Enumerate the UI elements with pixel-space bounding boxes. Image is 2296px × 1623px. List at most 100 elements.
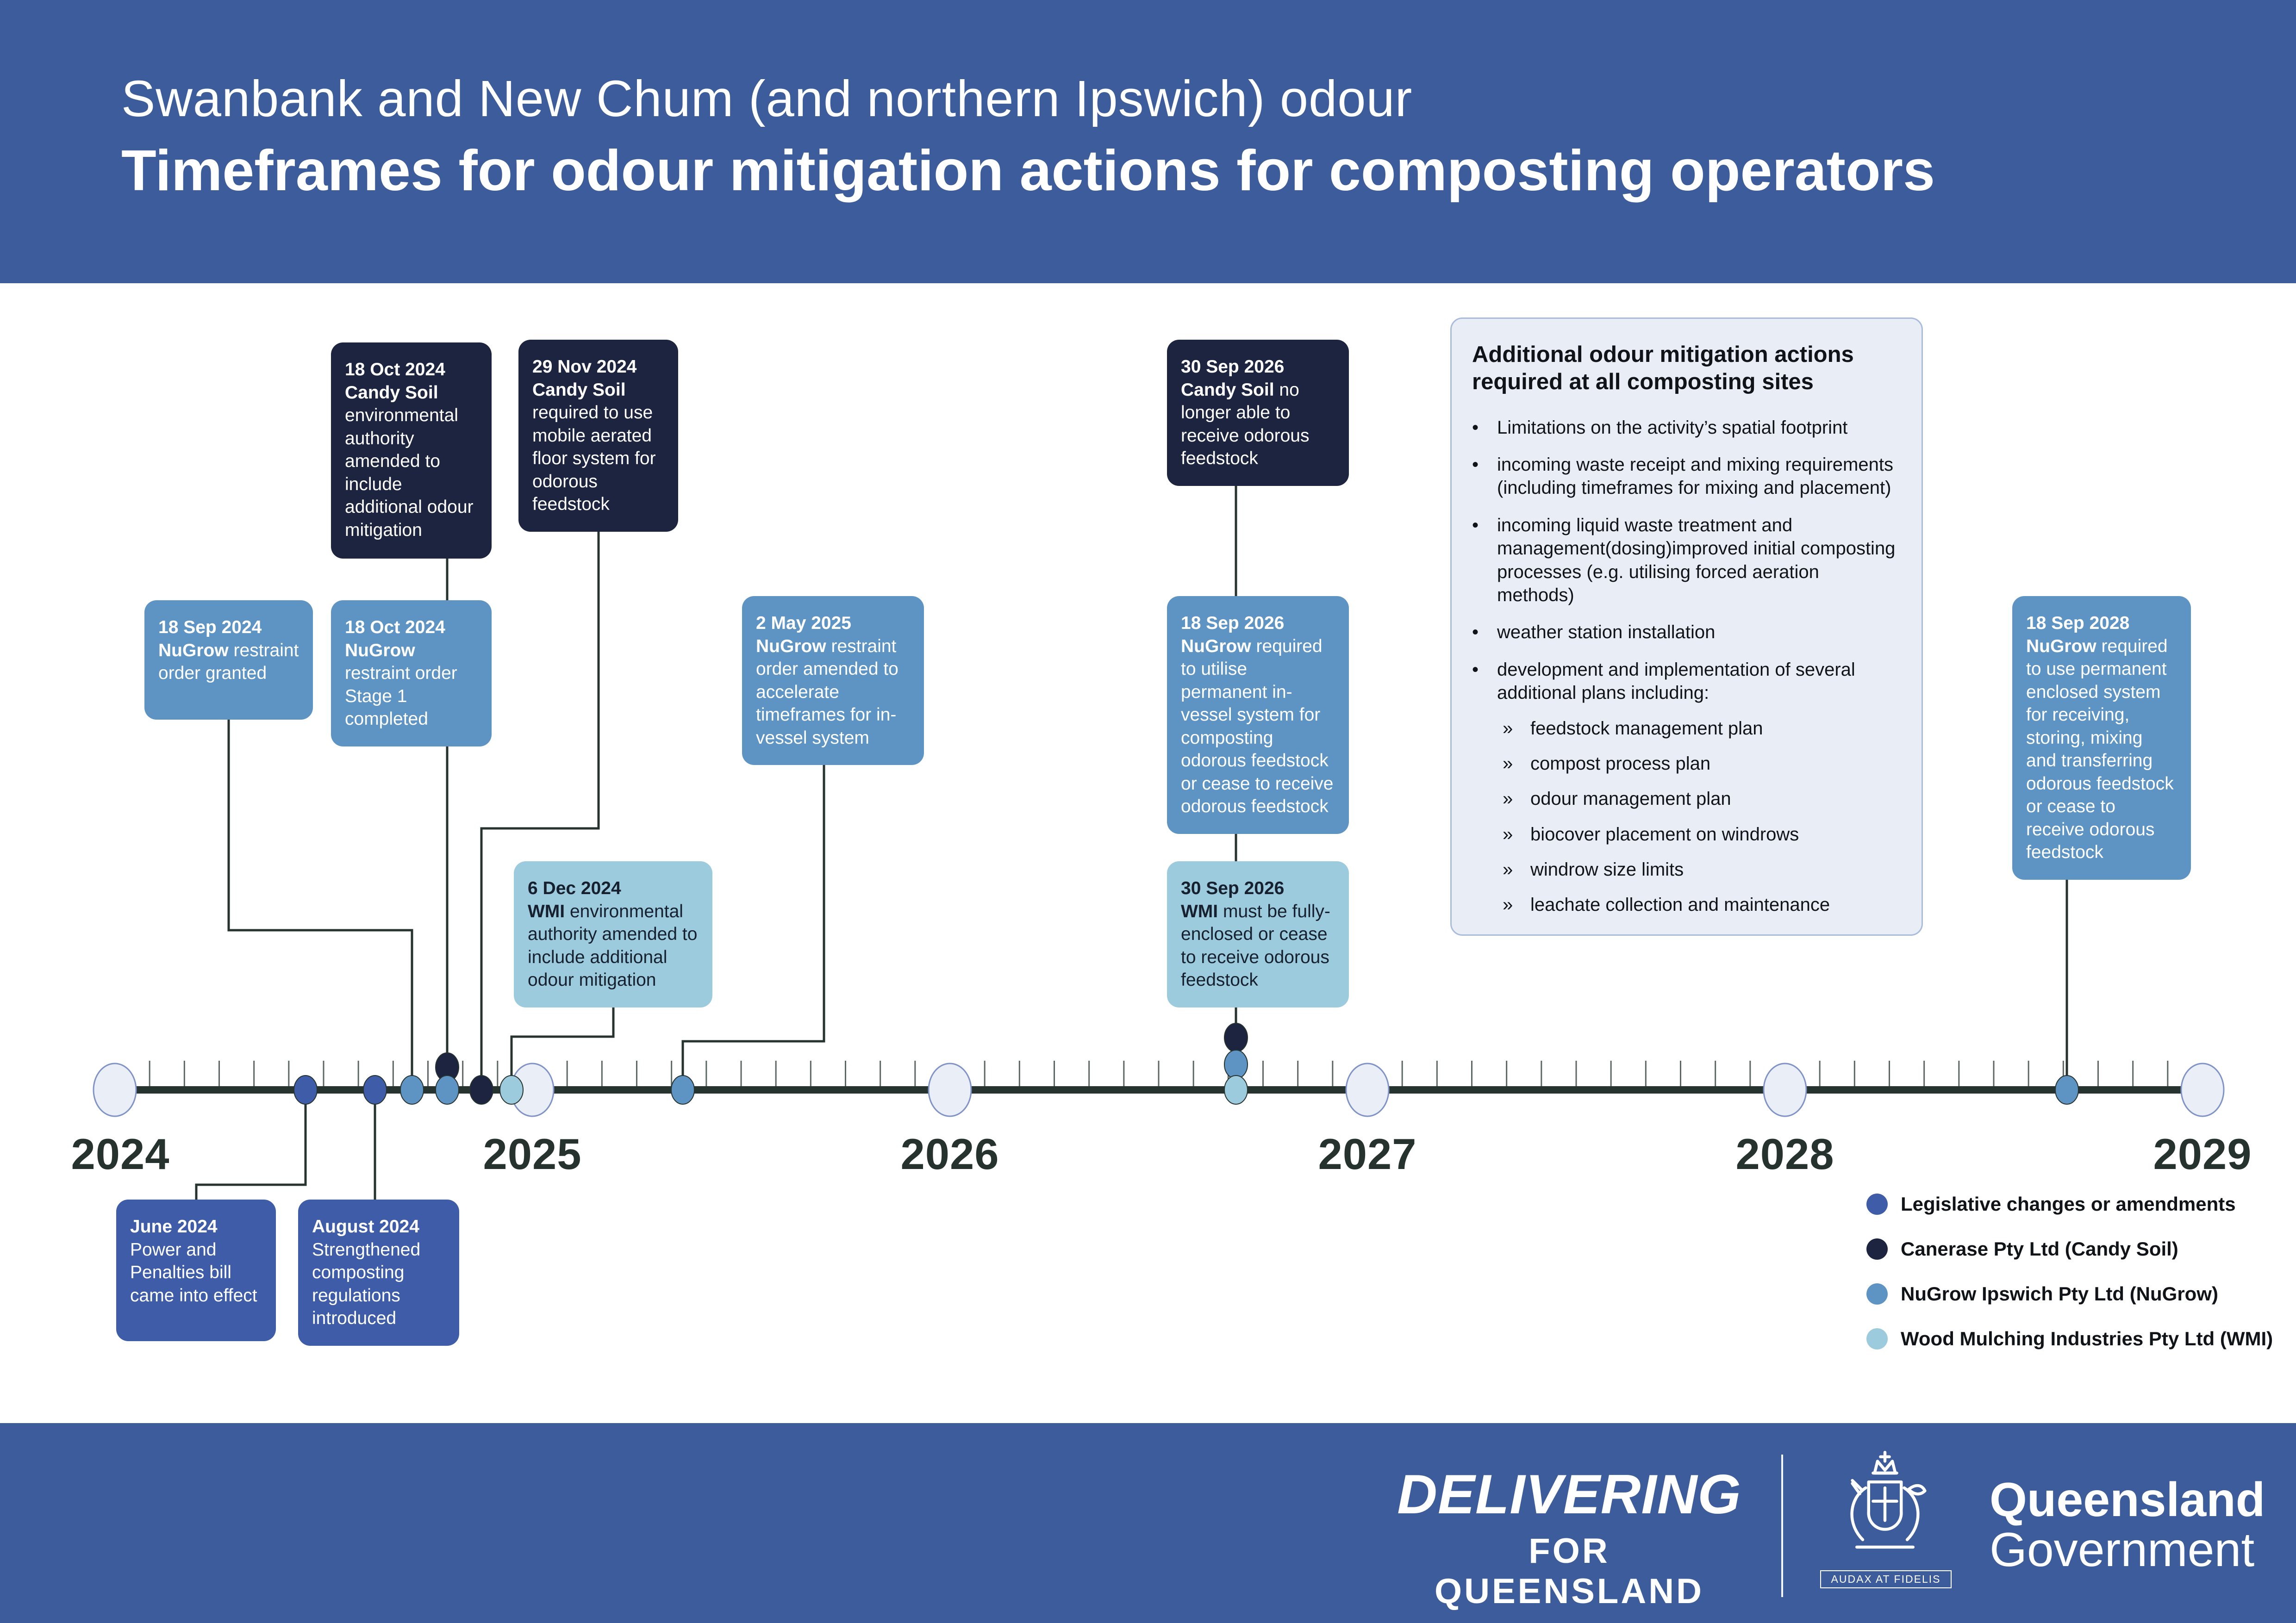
footer-banner: DELIVERING FOR QUEENSLAND AUDAX AT FIDEL…	[0, 1423, 2296, 1623]
additional-actions-panel: Additional odour mitigation actions requ…	[1450, 317, 1923, 936]
page-subtitle: Swanbank and New Chum (and northern Ipsw…	[121, 70, 1413, 127]
dot-nugrow-18-sep-2028	[2055, 1075, 2079, 1105]
event-box-wmi-6-dec-2024: 6 Dec 2024 WMI environmental authority a…	[514, 861, 712, 1007]
event-date: 18 Sep 2024	[158, 617, 262, 637]
sub-bullet-icon: »	[1503, 753, 1513, 774]
event-text: required to use mobile aerated floor sys…	[532, 403, 656, 515]
sub-bullet-icon: »	[1503, 859, 1513, 880]
panel-bullet-text: Limitations on the activity’s spatial fo…	[1497, 417, 1848, 438]
event-box-candy-soil-18-oct-2024: 18 Oct 2024 Candy Soil environmental aut…	[331, 342, 492, 559]
event-dots	[293, 1023, 2079, 1105]
event-date: 29 Nov 2024	[532, 357, 637, 377]
dot-wmi-6-dec-2024	[499, 1075, 524, 1105]
year-label-2026: 2026	[900, 1130, 999, 1178]
queensland-government-wordmark: Queensland Government	[1990, 1475, 2265, 1575]
delivering-wordmark: DELIVERING	[1397, 1463, 1741, 1525]
event-date: 18 Oct 2024	[345, 617, 445, 637]
event-date: 30 Sep 2026	[1181, 357, 1285, 377]
event-box-nugrow-2-may-2025: 2 May 2025 NuGrow restraint order amende…	[742, 596, 924, 765]
panel-bullet: • incoming liquid waste treatment and ma…	[1472, 514, 1901, 607]
panel-sub-bullet: » compost process plan	[1503, 752, 1901, 775]
legend-label: Wood Mulching Industries Pty Ltd (WMI)	[1901, 1328, 2273, 1349]
event-box-candy-soil-30-sep-2026: 30 Sep 2026 Candy Soil no longer able to…	[1167, 340, 1349, 486]
event-text: environmental authority amended to inclu…	[528, 901, 698, 990]
event-box-wmi-30-sep-2026: 30 Sep 2026 WMI must be fully-enclosed o…	[1167, 861, 1349, 1007]
sub-bullet-icon: »	[1503, 824, 1513, 845]
header-banner: Swanbank and New Chum (and northern Ipsw…	[0, 0, 2296, 283]
queensland-coat-of-arms-icon	[1850, 1451, 1927, 1549]
bullet-icon: •	[1472, 454, 1479, 475]
bullet-icon: •	[1472, 622, 1479, 643]
event-entity: NuGrow	[1181, 636, 1251, 656]
legend-dot-nugrow-icon	[1866, 1283, 1888, 1305]
panel-bullet-text: incoming waste receipt and mixing requir…	[1497, 454, 1893, 498]
legend-dot-legislative-icon	[1866, 1194, 1888, 1215]
queensland-text: Queensland	[1990, 1473, 2265, 1527]
event-date: June 2024	[130, 1217, 218, 1237]
event-date: 18 Sep 2028	[2026, 613, 2130, 633]
legend-label: NuGrow Ipswich Pty Ltd (NuGrow)	[1901, 1283, 2218, 1305]
panel-bullet: • development and implementation of seve…	[1472, 658, 1901, 917]
connector-29nov2024	[480, 526, 600, 1078]
event-text: restraint order amended to accelerate ti…	[756, 636, 898, 748]
panel-bullet-text: weather station installation	[1497, 622, 1716, 643]
event-date: 6 Dec 2024	[528, 878, 621, 898]
panel-bullet-text: development and implementation of severa…	[1497, 659, 1855, 703]
panel-sub-bullet: » odour management plan	[1503, 787, 1901, 810]
page-title: Timeframes for odour mitigation actions …	[121, 139, 1935, 203]
event-text: no longer able to receive odorous feedst…	[1181, 379, 1310, 469]
month-ticks	[149, 1061, 2169, 1086]
event-text: Strengthened composting regulations intr…	[312, 1239, 421, 1329]
legend-label: Canerase Pty Ltd (Candy Soil)	[1901, 1238, 2178, 1260]
event-entity: Candy Soil	[532, 379, 626, 400]
panel-bullet: • incoming waste receipt and mixing requ…	[1472, 453, 1901, 500]
dot-candy-soil-29-nov-2024	[469, 1075, 493, 1105]
dot-legislative-august-2024	[363, 1075, 387, 1105]
event-box-nugrow-18-oct-2024: 18 Oct 2024 NuGrow restraint order Stage…	[331, 600, 492, 746]
connector-2may2025	[681, 757, 825, 1078]
dot-nugrow-2-may-2025	[671, 1075, 695, 1105]
panel-sub-list: » feedstock management plan » compost pr…	[1472, 717, 1901, 917]
event-date: 18 Oct 2024	[345, 360, 445, 379]
event-text: must be fully-enclosed or cease to recei…	[1181, 901, 1330, 990]
event-text: required to utilise permanent in-vessel …	[1181, 636, 1334, 817]
sub-bullet-icon: »	[1503, 718, 1513, 739]
event-date: August 2024	[312, 1217, 419, 1237]
year-nodes	[93, 1063, 2225, 1117]
panel-bullet-text: incoming liquid waste treatment and mana…	[1497, 515, 1896, 605]
year-label-2024: 2024	[71, 1130, 170, 1178]
event-box-legislative-august-2024: August 2024 Strengthened composting regu…	[298, 1200, 459, 1346]
event-entity: NuGrow	[158, 640, 229, 660]
dot-nugrow-18-sep-2026	[1224, 1050, 1248, 1079]
panel-sub-text: biocover placement on windrows	[1530, 824, 1799, 845]
panel-sub-text: odour management plan	[1530, 789, 1731, 809]
event-text: restraint order Stage 1 completed	[345, 663, 457, 729]
event-box-nugrow-18-sep-2026: 18 Sep 2026 NuGrow required to utilise p…	[1167, 596, 1349, 834]
year-label-2025: 2025	[483, 1130, 582, 1178]
dot-wmi-30-sep-2026	[1224, 1075, 1248, 1105]
panel-sub-bullet: » biocover placement on windrows	[1503, 823, 1901, 846]
event-text: required to use permanent enclosed syste…	[2026, 636, 2174, 863]
dot-nugrow-18-sep-2024	[400, 1075, 424, 1105]
dot-nugrow-18-oct-2024	[435, 1075, 459, 1105]
bullet-icon: •	[1472, 417, 1479, 438]
connector-june2024	[195, 1090, 307, 1203]
for-queensland-wordmark: FOR QUEENSLAND	[1434, 1531, 1704, 1611]
event-box-nugrow-18-sep-2028: 18 Sep 2028 NuGrow required to use perma…	[2012, 596, 2191, 880]
event-box-nugrow-18-sep-2024: 18 Sep 2024 NuGrow restraint order grant…	[144, 600, 313, 720]
event-text: Power and Penalties bill came into effec…	[130, 1239, 257, 1306]
legend-dot-wmi-icon	[1866, 1328, 1888, 1349]
panel-sub-text: windrow size limits	[1530, 859, 1684, 880]
event-entity: WMI	[1181, 901, 1218, 921]
year-label-2029: 2029	[2153, 1130, 2252, 1178]
year-node-2028	[1763, 1063, 1807, 1117]
panel-sub-text: compost process plan	[1530, 753, 1711, 774]
event-entity: NuGrow	[756, 636, 826, 656]
panel-sub-bullet: » feedstock management plan	[1503, 717, 1901, 740]
event-entity: NuGrow	[2026, 636, 2096, 656]
event-entity: WMI	[528, 901, 565, 921]
footer-divider	[1781, 1455, 1783, 1597]
sub-bullet-icon: »	[1503, 789, 1513, 809]
year-node-2026	[928, 1063, 972, 1117]
